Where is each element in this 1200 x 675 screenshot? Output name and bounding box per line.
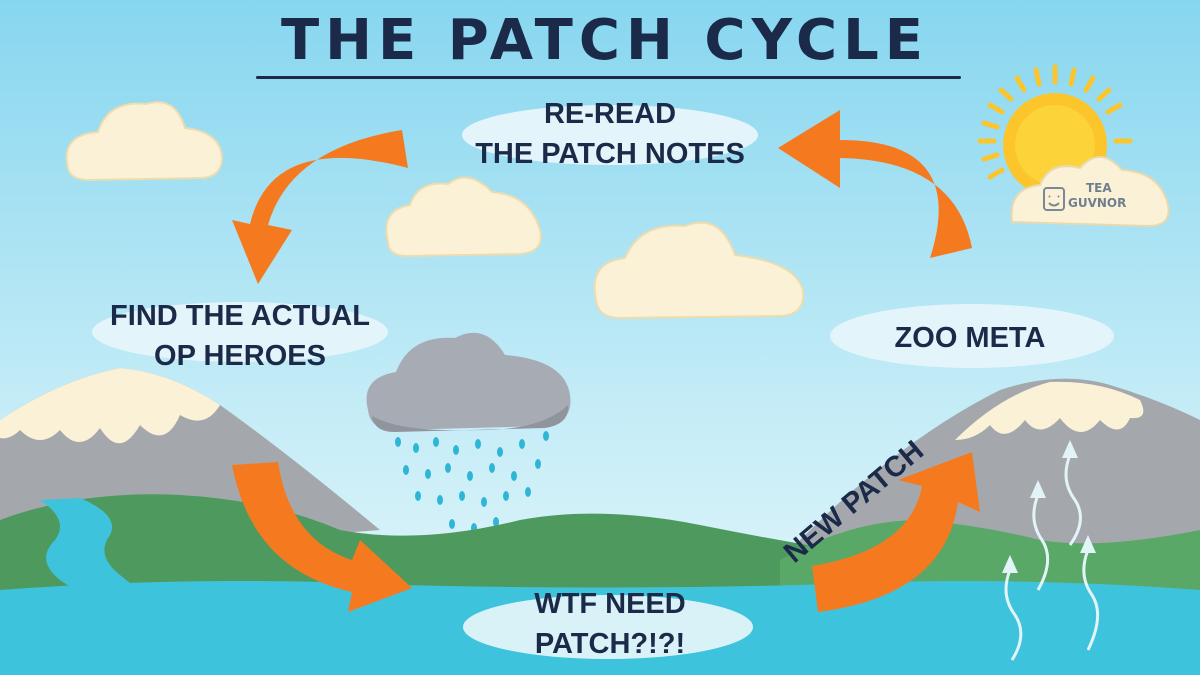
halo-find-op (92, 302, 388, 362)
stage-reread-line1: RE-READ (543, 98, 677, 130)
halo-wtf (463, 595, 753, 659)
cloud-icon-right (593, 221, 805, 320)
stage-find-op: FIND THE ACTUAL OP HEROES (80, 296, 400, 376)
stage-reread: RE-READ THE PATCH NOTES (450, 94, 770, 174)
halo-zoo-meta (830, 304, 1114, 368)
stage-zoo-meta-line1: ZOO META (894, 322, 1046, 354)
stage-reread-line2: THE PATCH NOTES (475, 138, 745, 170)
arrow-icon-bottom-right (812, 452, 980, 612)
rain-cloud-icon (366, 332, 571, 432)
watermark-top: TEA (1086, 181, 1112, 195)
title-underline (256, 76, 961, 79)
evaporation-arrows (1004, 454, 1100, 661)
arrow-icon-top-left (232, 130, 408, 284)
raindrops (395, 431, 549, 557)
stage-wtf-line1: WTF NEED (534, 588, 686, 620)
cloud-icon-left (65, 101, 224, 182)
cloud-icon-middle (385, 176, 542, 258)
arrow-icon-left-down (232, 462, 412, 612)
arrow-icon-top-right (778, 110, 972, 258)
stage-find-op-line1: FIND THE ACTUAL (110, 300, 370, 332)
sun-cloud-icon (1010, 156, 1170, 228)
stage-wtf-line2: PATCH?!?! (534, 628, 686, 660)
watermark-bottom: GUVNOR (1068, 196, 1127, 210)
halo-reread (462, 105, 758, 165)
stage-zoo-meta: ZOO META (840, 318, 1100, 358)
page-title: THE PATCH CYCLE (280, 8, 930, 73)
evaporation-arrowheads (1002, 440, 1096, 573)
tea-guvnor-logo-icon (1043, 187, 1065, 211)
stage-find-op-line2: OP HEROES (154, 340, 326, 372)
stage-wtf: WTF NEED PATCH?!?! (470, 584, 750, 664)
